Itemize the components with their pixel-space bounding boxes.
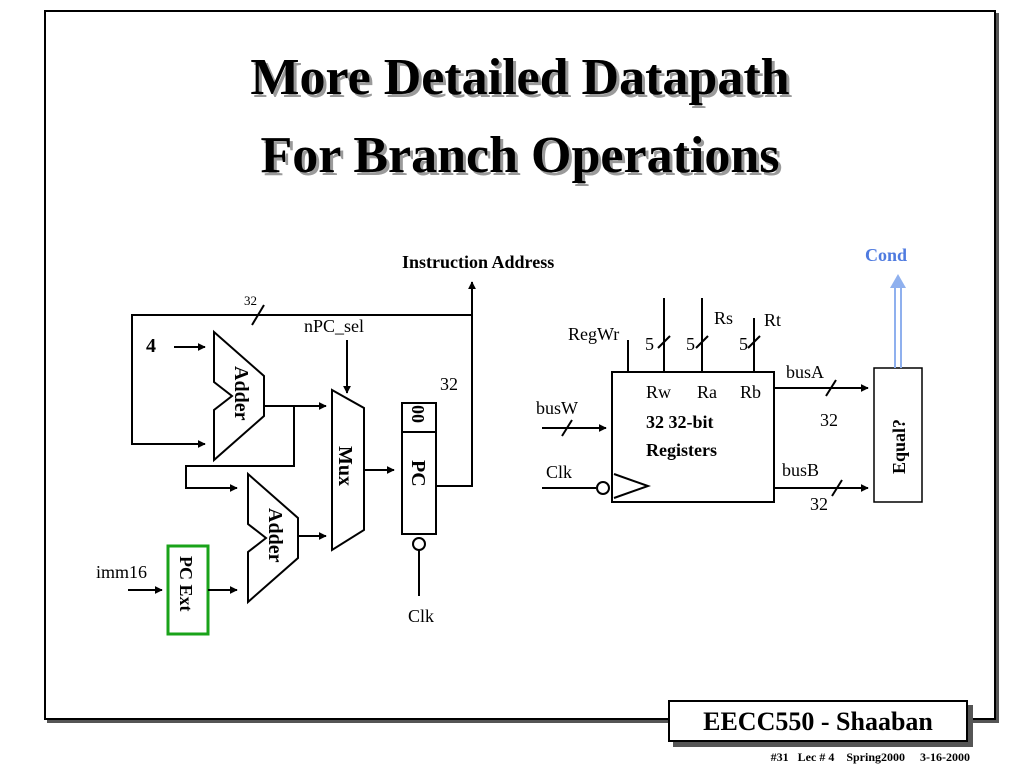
busb-label: busB bbox=[782, 460, 819, 480]
pc-clock-bubble bbox=[412, 537, 426, 551]
register-file-clock-edge bbox=[613, 473, 652, 499]
rw-width-label: 5 bbox=[645, 334, 654, 354]
pc-mux-label: Mux bbox=[334, 446, 356, 486]
busw-width-mark bbox=[561, 419, 573, 437]
slide-title-line-2: For Branch Operations bbox=[260, 127, 780, 184]
rb-port-label: Rb bbox=[740, 382, 761, 402]
rs-label: Rs bbox=[714, 308, 733, 328]
pc-mux bbox=[331, 388, 365, 552]
pc-bus-width-label: 32 bbox=[244, 293, 257, 308]
pc-adder-label: Adder bbox=[230, 366, 252, 421]
constant-four-label: 4 bbox=[146, 335, 156, 357]
pc-low-bits-label: 00 bbox=[408, 405, 428, 423]
instruction-address-label: Instruction Address bbox=[402, 252, 554, 272]
branch-adder-label: Adder bbox=[264, 508, 286, 563]
busb-width-mark bbox=[831, 479, 843, 497]
course-badge: EECC550 - Shaaban bbox=[668, 700, 968, 742]
register-file-label-line-1: 32 32-bit bbox=[646, 412, 714, 432]
register-clock-bubble bbox=[596, 481, 610, 495]
register-file-label-line-2: Registers bbox=[646, 440, 717, 460]
rt-label: Rt bbox=[764, 310, 781, 330]
regwr-label: RegWr bbox=[568, 324, 619, 344]
slide-frame bbox=[44, 10, 996, 720]
equal-comparator-label: Equal? bbox=[889, 419, 909, 474]
busb-width-label: 32 bbox=[810, 494, 828, 514]
cond-label: Cond bbox=[865, 245, 907, 265]
busa-width-label: 32 bbox=[820, 410, 838, 430]
busa-width-mark bbox=[825, 379, 837, 397]
pc-extender-label: PC Ext bbox=[176, 556, 196, 612]
busa-label: busA bbox=[786, 362, 824, 382]
rb-width-label: 5 bbox=[739, 334, 748, 354]
equal-comparator bbox=[873, 367, 923, 503]
pc-output-wire bbox=[131, 281, 476, 487]
branch-adder bbox=[247, 471, 299, 605]
npc-sel-label: nPC_sel bbox=[304, 316, 364, 336]
register-clock-label: Clk bbox=[546, 462, 572, 482]
pc-clock-label: Clk bbox=[408, 606, 434, 626]
pc-register-label: PC bbox=[407, 460, 429, 487]
cond-arrow bbox=[890, 274, 906, 368]
ra-width-label: 5 bbox=[686, 334, 695, 354]
slide-footer: #31 Lec # 4 Spring2000 3-16-2000 bbox=[770, 750, 970, 764]
pc-width-label: 32 bbox=[440, 374, 458, 394]
imm16-label: imm16 bbox=[96, 562, 147, 582]
pc-register bbox=[401, 402, 437, 535]
rw-port-label: Rw bbox=[646, 382, 671, 402]
pc-extender bbox=[166, 544, 210, 636]
ra-port-label: Ra bbox=[697, 382, 717, 402]
register-file bbox=[611, 371, 775, 503]
pc-to-branch-adder-wire bbox=[185, 406, 295, 492]
slide-title-line-1: More Detailed Datapath bbox=[250, 49, 790, 106]
register-address-wires bbox=[627, 298, 761, 372]
busw-label: busW bbox=[536, 398, 578, 418]
pc-adder bbox=[213, 329, 265, 463]
